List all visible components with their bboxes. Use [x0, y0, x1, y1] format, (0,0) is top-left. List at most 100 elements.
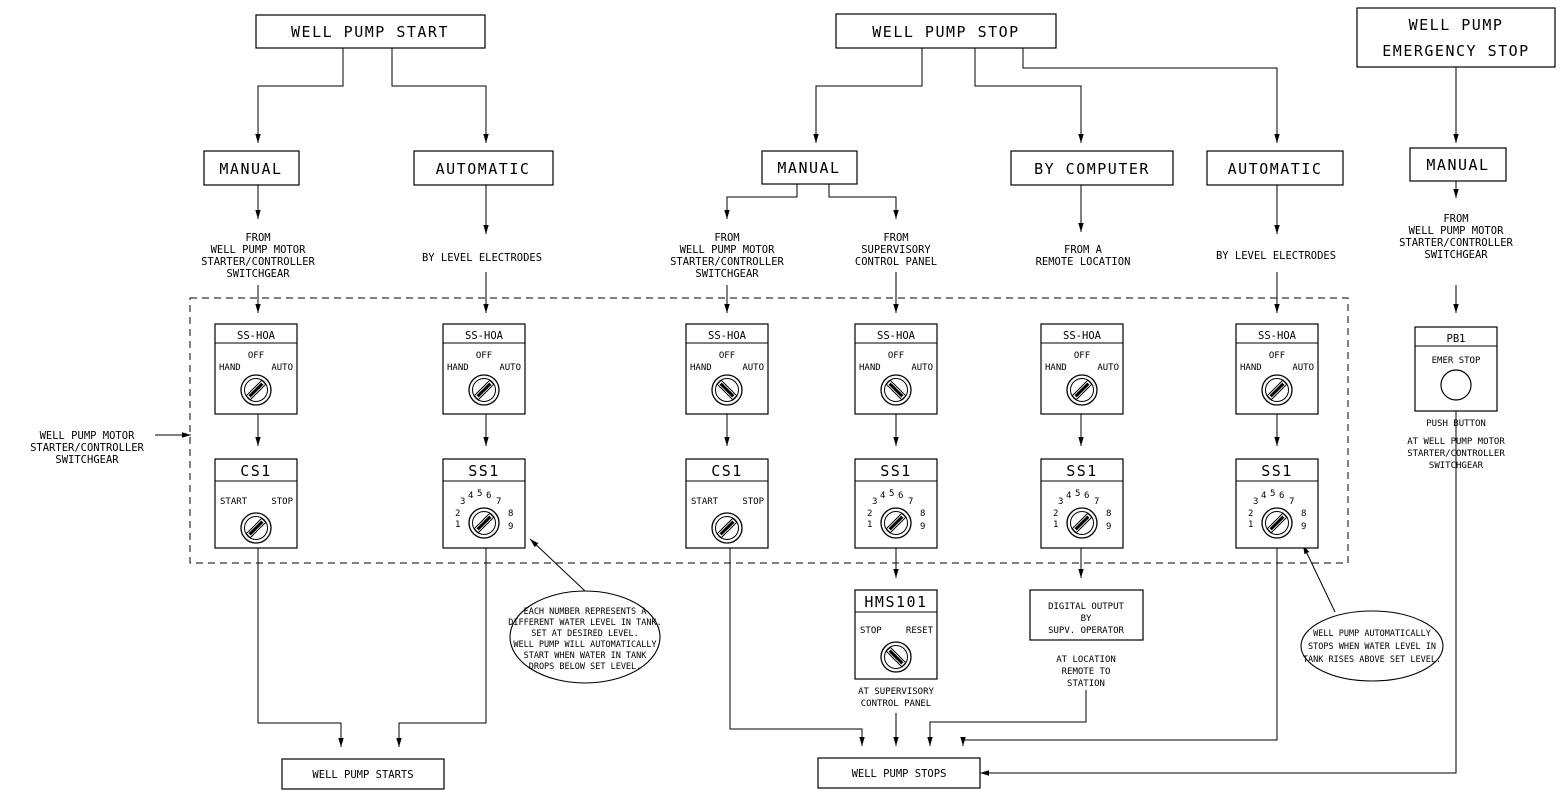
source-motor-line1: WELL PUMP MOTOR — [680, 244, 776, 256]
side-label-switchgear: WELL PUMP MOTOR STARTER/CONTROLLER SWITC… — [30, 430, 144, 466]
source-motor-line2: STARTER/CONTROLLER — [201, 256, 315, 268]
side-label-line3: SWITCHGEAR — [55, 454, 119, 466]
start-manual-box: MANUAL — [203, 150, 300, 186]
level-2: 2 — [1053, 509, 1058, 519]
hms101-stop-reset-switch[interactable]: HMS101 STOP RESET — [854, 589, 938, 680]
level-6: 6 — [1279, 491, 1284, 501]
estop-manual-box: MANUAL — [1409, 147, 1507, 182]
ss1-level-selector[interactable]: SS1 1 2 3 4 5 6 7 8 9 — [1235, 458, 1319, 549]
level-4: 4 — [1261, 491, 1266, 501]
digital-loc2: REMOTE TO — [1062, 667, 1111, 677]
ss-hoa-tag: SS-HOA — [465, 330, 504, 342]
selector-knob-icon[interactable] — [467, 506, 501, 540]
push-button-label: PUSH BUTTON — [1426, 419, 1486, 429]
selector-knob-icon[interactable] — [1065, 373, 1099, 407]
level-1: 1 — [1053, 520, 1058, 530]
selector-knob-icon[interactable] — [467, 373, 501, 407]
ss1-level-selector[interactable]: SS1 1 2 3 4 5 6 7 8 9 — [442, 458, 526, 549]
source-motor-line2: STARTER/CONTROLLER — [1399, 237, 1513, 249]
source-estop-manual: FROM WELL PUMP MOTOR STARTER/CONTROLLER … — [1399, 213, 1513, 261]
level-5: 5 — [1075, 489, 1080, 499]
level-6: 6 — [1084, 491, 1089, 501]
stop-position-label: STOP — [742, 497, 764, 507]
ss-hoa-tag: SS-HOA — [708, 330, 747, 342]
level-1: 1 — [867, 520, 872, 530]
cs1-start-stop-switch[interactable]: CS1 START STOP — [685, 458, 769, 549]
callout-level-start-note: EACH NUMBER REPRESENTS A DIFFERENT WATER… — [508, 590, 662, 684]
selector-knob-icon[interactable] — [879, 506, 913, 540]
mode-automatic-label: AUTOMATIC — [436, 160, 531, 178]
off-position-label: OFF — [1074, 351, 1090, 361]
digital-output-location: AT LOCATION REMOTE TO STATION — [1056, 655, 1116, 689]
cs1-tag: CS1 — [711, 462, 743, 480]
source-motor-line1: WELL PUMP MOTOR — [211, 244, 307, 256]
source-motor-line3: SWITCHGEAR — [695, 268, 759, 280]
well-pump-stops-box: WELL PUMP STOPS — [817, 757, 981, 789]
source-stop-by-computer: FROM A REMOTE LOCATION — [1036, 244, 1131, 268]
selector-knob-icon[interactable] — [879, 640, 913, 674]
source-motor-line3: SWITCHGEAR — [226, 268, 290, 280]
off-position-label: OFF — [476, 351, 492, 361]
level-2: 2 — [867, 509, 872, 519]
selector-knob-icon[interactable] — [710, 373, 744, 407]
selector-knob-icon[interactable] — [710, 511, 744, 545]
mode-automatic-label: AUTOMATIC — [1228, 160, 1323, 178]
level-6: 6 — [486, 491, 491, 501]
well-pump-emergency-stop-box: WELL PUMP EMERGENCY STOP — [1356, 7, 1556, 68]
push-button-icon[interactable] — [1440, 369, 1472, 401]
callout-start-l5: START WHEN WATER IN TANK — [524, 651, 648, 661]
pb1-emergency-stop-button[interactable]: PB1 EMER STOP — [1414, 326, 1498, 412]
selector-knob-icon[interactable] — [879, 373, 913, 407]
source-motor-line3: SWITCHGEAR — [1424, 249, 1488, 261]
ss1-level-selector[interactable]: SS1 1 2 3 4 5 6 7 8 9 — [854, 458, 938, 549]
hand-position-label: HAND — [859, 363, 881, 373]
mode-manual-label: MANUAL — [777, 159, 840, 177]
ss-hoa-tag: SS-HOA — [1063, 330, 1102, 342]
ss-hoa-switch[interactable]: SS-HOA OFF HAND AUTO — [854, 323, 938, 415]
selector-knob-icon[interactable] — [1260, 506, 1294, 540]
level-6: 6 — [898, 491, 903, 501]
selector-knob-icon[interactable] — [239, 373, 273, 407]
ss-hoa-switch[interactable]: SS-HOA OFF HAND AUTO — [685, 323, 769, 415]
auto-position-label: AUTO — [911, 363, 933, 373]
digital-line1: DIGITAL OUTPUT — [1048, 602, 1124, 612]
ss-hoa-tag: SS-HOA — [237, 330, 276, 342]
ss-hoa-switch[interactable]: SS-HOA OFF HAND AUTO — [214, 323, 298, 415]
ss1-tag: SS1 — [1066, 462, 1098, 480]
ss-hoa-switch[interactable]: SS-HOA OFF HAND AUTO — [1040, 323, 1124, 415]
off-position-label: OFF — [719, 351, 735, 361]
level-8: 8 — [920, 509, 925, 519]
start-position-label: START — [691, 497, 719, 507]
level-7: 7 — [1094, 497, 1099, 507]
ss-hoa-switch[interactable]: SS-HOA OFF HAND AUTO — [1235, 323, 1319, 415]
level-5: 5 — [889, 489, 894, 499]
callout-start-l4: WELL PUMP WILL AUTOMATICALLY — [513, 640, 656, 650]
ss1-level-selector[interactable]: SS1 1 2 3 4 5 6 7 8 9 — [1040, 458, 1124, 549]
emergency-stop-label-line2: EMERGENCY STOP — [1382, 42, 1529, 60]
pb-at-line1: AT WELL PUMP MOTOR — [1407, 437, 1505, 447]
selector-knob-icon[interactable] — [1065, 506, 1099, 540]
auto-position-label: AUTO — [742, 363, 764, 373]
level-8: 8 — [1301, 509, 1306, 519]
selector-knob-icon[interactable] — [1260, 373, 1294, 407]
digital-output-box: DIGITAL OUTPUT BY SUPV. OPERATOR — [1029, 589, 1144, 641]
mode-manual-label: MANUAL — [219, 160, 282, 178]
source-from: FROM — [883, 232, 908, 244]
source-stop-manual-supervisory: FROM SUPERVISORY CONTROL PANEL — [855, 232, 937, 268]
level-1: 1 — [455, 520, 460, 530]
level-3: 3 — [460, 497, 465, 507]
start-position-label: START — [220, 497, 248, 507]
level-9: 9 — [920, 522, 925, 532]
level-7: 7 — [908, 497, 913, 507]
hand-position-label: HAND — [447, 363, 469, 373]
ss-hoa-switch[interactable]: SS-HOA OFF HAND AUTO — [442, 323, 526, 415]
hms-note-line1: AT SUPERVISORY — [858, 687, 934, 697]
mode-manual-label: MANUAL — [1426, 156, 1489, 174]
level-5: 5 — [477, 489, 482, 499]
digital-line3: SUPV. OPERATOR — [1048, 626, 1124, 636]
pb1-tag: PB1 — [1447, 333, 1466, 345]
selector-knob-icon[interactable] — [239, 511, 273, 545]
well-pump-stop-label: WELL PUMP STOP — [872, 23, 1019, 41]
cs1-start-stop-switch[interactable]: CS1 START STOP — [214, 458, 298, 549]
